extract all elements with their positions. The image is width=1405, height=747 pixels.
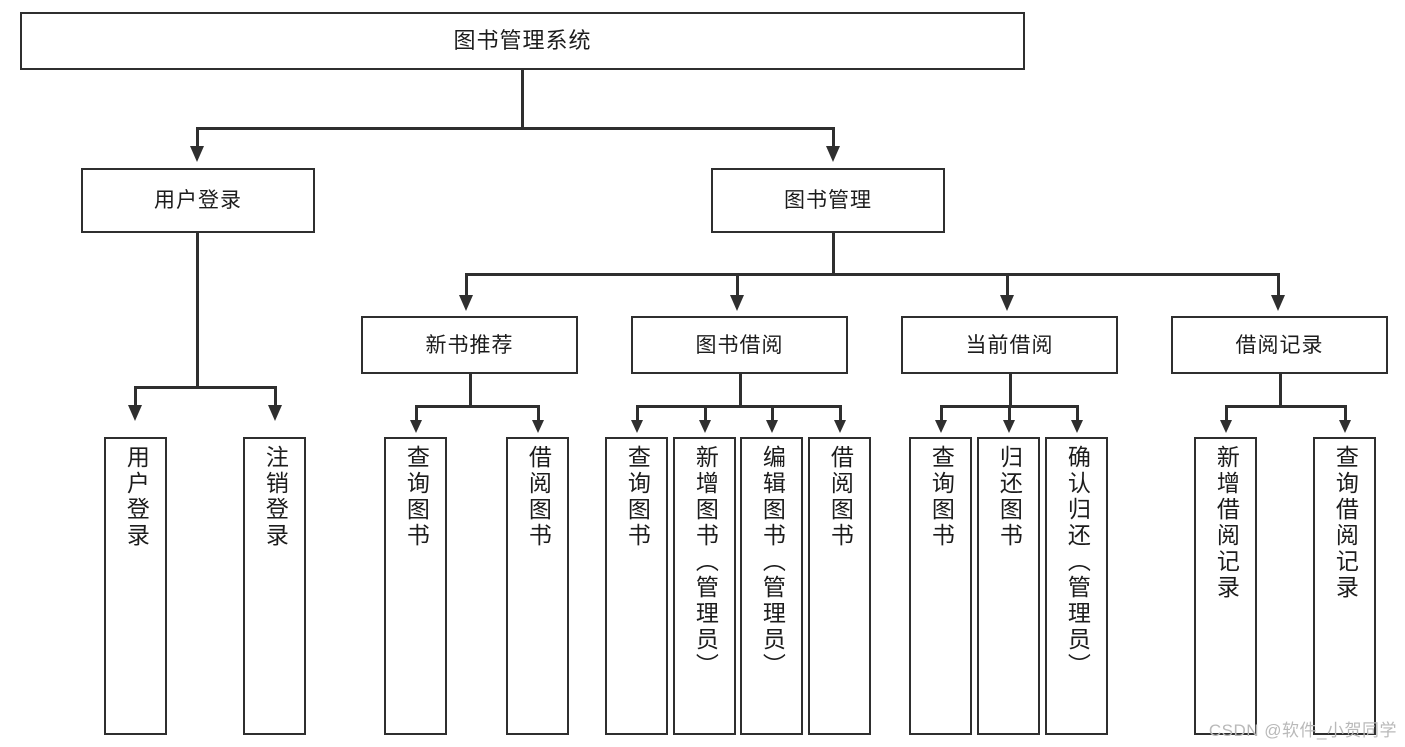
connector-cb-drop-2 (1008, 405, 1011, 420)
node-label: 新增图书（管理员） (692, 445, 719, 679)
connector-cb-drop-3 (1076, 405, 1079, 420)
node-label: 图书管理 (784, 189, 872, 212)
node-book-manage[interactable]: 图书管理 (711, 168, 945, 233)
arrow-to-leaf-query-book-2 (631, 420, 643, 433)
connector-l3-drop-1 (465, 273, 468, 295)
node-label: 新书推荐 (425, 333, 514, 357)
connector-br-stem (1279, 374, 1282, 405)
node-label: 当前借阅 (965, 333, 1054, 357)
node-leaf-query-book-3[interactable]: 查询图书 (909, 437, 972, 735)
node-borrow-record[interactable]: 借阅记录 (1171, 316, 1388, 374)
connector-br-bus (1226, 405, 1346, 408)
node-label: 借阅图书 (827, 445, 854, 549)
connector-bb-drop-3 (771, 405, 774, 420)
node-label: 用户登录 (154, 189, 242, 212)
connector-level3-bus (466, 273, 1280, 276)
connector-root-bus (197, 127, 833, 130)
connector-bb-stem (739, 374, 742, 405)
node-label: 查询借阅记录 (1332, 445, 1359, 601)
connector-l3-drop-3 (1006, 273, 1009, 295)
connector-root-stem (521, 70, 524, 127)
node-label: 确认归还（管理员） (1064, 445, 1091, 679)
connector-bb-drop-1 (636, 405, 639, 420)
node-label: 查询图书 (403, 445, 430, 549)
arrow-to-leaf-borrow-book-2 (834, 420, 846, 433)
connector-nbr-bus (416, 405, 539, 408)
node-label: 借阅记录 (1235, 333, 1324, 357)
arrow-to-current-borrow (1000, 295, 1014, 311)
node-leaf-query-book-1[interactable]: 查询图书 (384, 437, 447, 735)
connector-user-login-stem (196, 233, 199, 386)
node-label: 新增借阅记录 (1213, 445, 1240, 601)
node-leaf-edit-book[interactable]: 编辑图书（管理员） (740, 437, 803, 735)
connector-bb-bus (637, 405, 841, 408)
arrow-to-new-book-recommend (459, 295, 473, 311)
connector-cb-stem (1009, 374, 1012, 405)
connector-ul-drop-1 (134, 386, 137, 405)
node-label: 图书借阅 (695, 333, 784, 357)
arrow-to-leaf-query-book-3 (935, 420, 947, 433)
connector-l3-drop-2 (736, 273, 739, 295)
connector-user-login-bus (135, 386, 276, 389)
connector-l3-drop-4 (1277, 273, 1280, 295)
arrow-to-user-login (190, 146, 204, 162)
connector-nbr-drop-2 (537, 405, 540, 420)
node-label: 查询图书 (624, 445, 651, 549)
arrow-to-book-borrow (730, 295, 744, 311)
node-leaf-query-record[interactable]: 查询借阅记录 (1313, 437, 1376, 735)
node-leaf-add-record[interactable]: 新增借阅记录 (1194, 437, 1257, 735)
arrow-to-book-manage (826, 146, 840, 162)
arrow-to-leaf-add-record (1220, 420, 1232, 433)
node-current-borrow[interactable]: 当前借阅 (901, 316, 1118, 374)
node-new-book-recommend[interactable]: 新书推荐 (361, 316, 578, 374)
node-leaf-user-logout[interactable]: 注销登录 (243, 437, 306, 735)
connector-br-drop-1 (1225, 405, 1228, 420)
node-book-borrow[interactable]: 图书借阅 (631, 316, 848, 374)
connector-ul-drop-2 (274, 386, 277, 405)
connector-root-to-user-login (196, 127, 199, 146)
arrow-to-leaf-query-book-1 (410, 420, 422, 433)
node-label: 用户登录 (123, 445, 150, 549)
node-leaf-return-book[interactable]: 归还图书 (977, 437, 1040, 735)
arrow-to-leaf-add-book (699, 420, 711, 433)
node-leaf-query-book-2[interactable]: 查询图书 (605, 437, 668, 735)
connector-cb-drop-1 (940, 405, 943, 420)
node-label: 查询图书 (928, 445, 955, 549)
arrow-to-leaf-borrow-book-1 (532, 420, 544, 433)
node-label: 归还图书 (996, 445, 1023, 549)
connector-bb-drop-4 (839, 405, 842, 420)
arrow-to-leaf-user-logout (268, 405, 282, 421)
arrow-to-leaf-query-record (1339, 420, 1351, 433)
node-leaf-add-book[interactable]: 新增图书（管理员） (673, 437, 736, 735)
node-user-login[interactable]: 用户登录 (81, 168, 315, 233)
arrow-to-leaf-edit-book (766, 420, 778, 433)
connector-book-manage-stem (832, 233, 835, 273)
arrow-to-borrow-record (1271, 295, 1285, 311)
node-root-system[interactable]: 图书管理系统 (20, 12, 1025, 70)
node-leaf-borrow-book-2[interactable]: 借阅图书 (808, 437, 871, 735)
connector-nbr-drop-1 (415, 405, 418, 420)
node-label: 编辑图书（管理员） (759, 445, 786, 679)
arrow-to-leaf-confirm-return (1071, 420, 1083, 433)
arrow-to-leaf-return-book (1003, 420, 1015, 433)
connector-bb-drop-2 (704, 405, 707, 420)
node-label: 借阅图书 (525, 445, 552, 549)
node-leaf-confirm-return[interactable]: 确认归还（管理员） (1045, 437, 1108, 735)
connector-nbr-stem (469, 374, 472, 405)
node-leaf-borrow-book-1[interactable]: 借阅图书 (506, 437, 569, 735)
connector-br-drop-2 (1344, 405, 1347, 420)
arrow-to-leaf-user-login (128, 405, 142, 421)
node-leaf-user-login[interactable]: 用户登录 (104, 437, 167, 735)
connector-root-to-book-manage (832, 127, 835, 146)
node-label: 图书管理系统 (453, 28, 592, 53)
node-label: 注销登录 (262, 445, 289, 549)
